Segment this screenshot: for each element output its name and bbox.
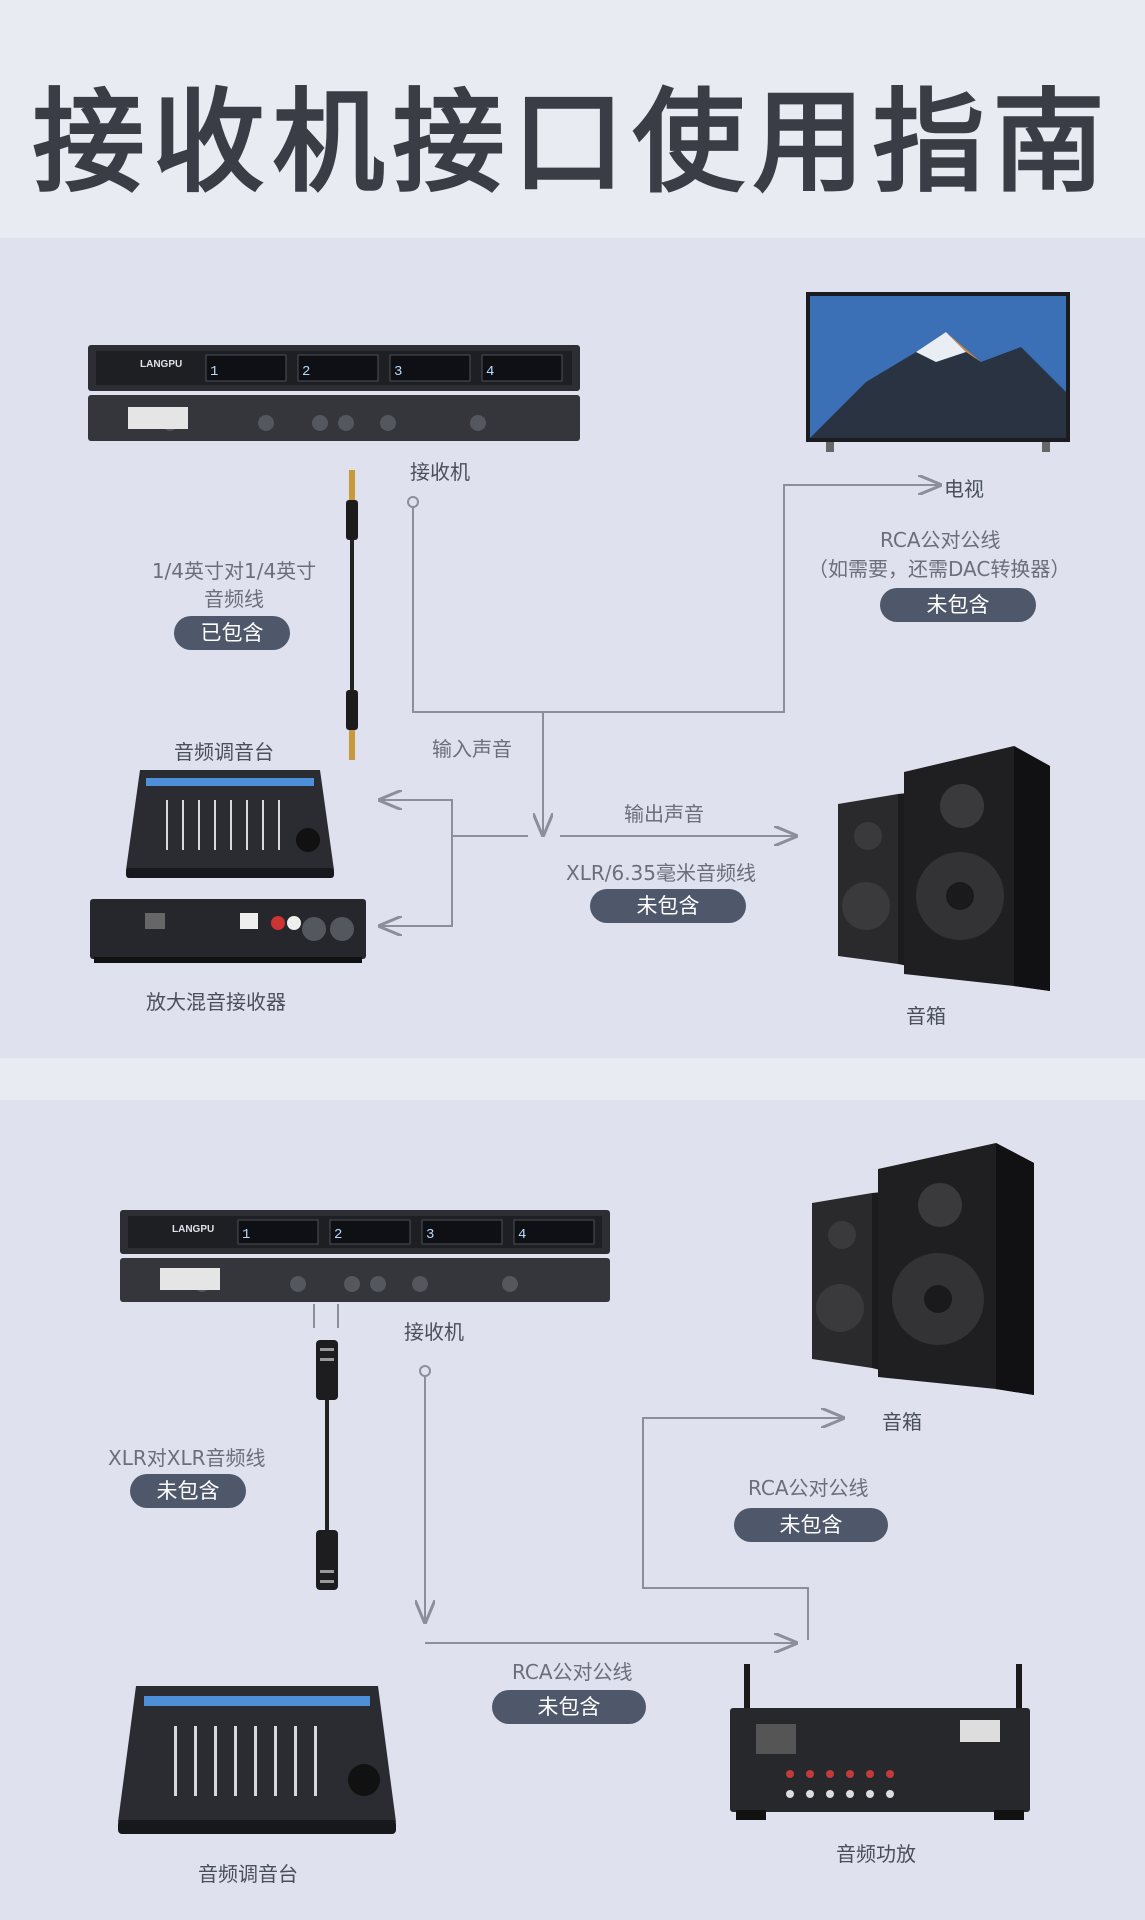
rca-label-bottom: RCA公对公线: [512, 1656, 633, 1685]
svg-text:2: 2: [334, 1227, 342, 1243]
rca-badge-top: 未包含: [734, 1508, 888, 1542]
xlr-xlr-label: XLR对XLR音频线: [108, 1442, 265, 1471]
receiver-label-2: 接收机: [404, 1316, 464, 1345]
speaker-device-2: [812, 1143, 1034, 1395]
xlr-cable: [312, 1340, 342, 1590]
brand-logo-2: LANGPU: [172, 1224, 214, 1235]
svg-text:1: 1: [242, 1227, 250, 1243]
rca-label-top: RCA公对公线: [748, 1472, 869, 1501]
amplifier-device: [730, 1664, 1030, 1824]
speaker-label-2: 音箱: [882, 1406, 922, 1435]
mixer-device-2: [118, 1686, 396, 1836]
mixer-label-2: 音频调音台: [198, 1858, 298, 1887]
svg-text:3: 3: [426, 1227, 434, 1243]
xlr-xlr-badge: 未包含: [130, 1474, 246, 1508]
amplifier-label: 音频功放: [836, 1838, 916, 1867]
rca-badge-bottom: 未包含: [492, 1690, 646, 1724]
receiver-device-2: LANGPU 1 2 3 4: [120, 1210, 610, 1302]
svg-text:4: 4: [518, 1227, 526, 1243]
